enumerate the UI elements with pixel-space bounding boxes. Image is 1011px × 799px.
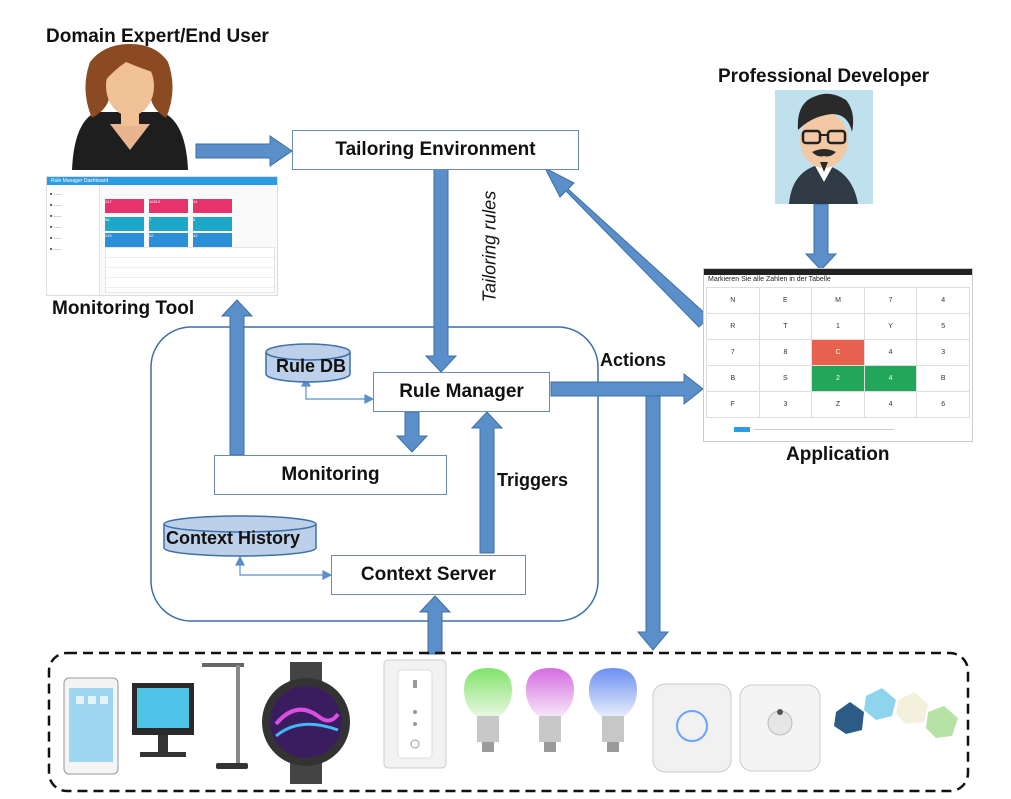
connector-history-context	[239, 562, 326, 576]
grid-cell[interactable]: 5	[916, 313, 970, 340]
developer-avatar-icon	[775, 90, 873, 204]
hub-bridge-icon	[652, 683, 732, 773]
tailoring-rules-label: Tailoring rules	[479, 190, 500, 303]
grid-cell[interactable]: 7	[863, 287, 918, 314]
smart-bulb-icon	[526, 668, 574, 752]
monitoring-box: Monitoring	[214, 455, 447, 495]
arrow-actions	[550, 372, 704, 406]
app-title: Markieren Sie alle Zahlen in der Tabelle	[708, 276, 831, 283]
stat-tile: 10613	[149, 199, 188, 213]
rule-db-cylinder	[265, 343, 351, 383]
arrow-monitoring-to-tool	[220, 299, 254, 456]
arrow-rule-to-monitoring	[395, 411, 429, 453]
grid-cell-highlight-green[interactable]: 4	[863, 365, 918, 392]
arrow-developer-to-app	[804, 203, 838, 271]
arrow-triggers	[470, 411, 504, 554]
tailoring-environment-box: Tailoring Environment	[292, 130, 579, 170]
grid-cell[interactable]: 7	[706, 339, 760, 366]
grid-cell[interactable]: 4	[863, 339, 918, 366]
grid-cell[interactable]: T	[758, 313, 813, 340]
rule-manager-box: Rule Manager	[373, 372, 550, 412]
grid-cell[interactable]: Z	[811, 391, 865, 418]
end-user-label: Domain Expert/End User	[46, 26, 269, 47]
arrow-user-to-tailoring	[195, 135, 293, 167]
grid-cell[interactable]: E	[758, 287, 813, 314]
smart-bulb-icon	[464, 668, 512, 752]
monitoring-tool-header: Rule Manager Dashboard	[47, 177, 277, 185]
monitoring-tool-sidebar: ■ ——■ ——■ ——■ ——■ ——■ ——	[47, 185, 100, 295]
grid-cell[interactable]: B	[706, 365, 760, 392]
arrow-actions-to-devices	[636, 395, 670, 651]
floor-lamp-icon	[202, 663, 248, 769]
grid-cell[interactable]: R	[706, 313, 760, 340]
motion-sensor-icon	[739, 684, 821, 772]
stat-tile: 96	[105, 217, 144, 231]
connector-ruledb-rulemanager	[305, 383, 368, 400]
stat-tile: 7	[149, 217, 188, 231]
developer-label: Professional Developer	[718, 66, 930, 87]
grid-cell[interactable]: 4	[916, 287, 970, 314]
arrow-app-to-tailoring	[543, 166, 710, 328]
app-grid: N E M 7 4 R T 1 Y 5 7 8 C 4 3 B S 2 4 B	[706, 287, 970, 418]
monitoring-tool-screenshot: Rule Manager Dashboard ■ ——■ ——■ ——■ ——■…	[46, 176, 278, 296]
application-screenshot: Markieren Sie alle Zahlen in der Tabelle…	[703, 268, 973, 442]
system-boundary	[150, 326, 599, 622]
grid-cell[interactable]: 3	[916, 339, 970, 366]
stat-tile: 247	[105, 199, 144, 213]
tablet-icon	[63, 677, 119, 775]
stat-tile: 42	[193, 233, 232, 247]
smartwatch-icon	[262, 662, 350, 784]
monitoring-tool-table	[105, 247, 275, 293]
grid-cell[interactable]: Y	[863, 313, 918, 340]
stat-tile: 52	[149, 233, 188, 247]
application-label: Application	[786, 444, 890, 465]
triggers-label: Triggers	[497, 470, 569, 490]
context-server-box: Context Server	[331, 555, 526, 595]
app-footer-line	[754, 429, 894, 430]
grid-cell[interactable]: 4	[863, 391, 918, 418]
beacon-icon	[834, 688, 958, 738]
context-history-cylinder	[163, 515, 317, 557]
stat-tile: 5	[193, 217, 232, 231]
grid-cell[interactable]: N	[706, 287, 760, 314]
grid-cell[interactable]: 8	[758, 339, 813, 366]
stat-tile: 240	[105, 233, 144, 247]
grid-cell[interactable]: 6	[916, 391, 970, 418]
devices-container	[47, 651, 970, 793]
rule-db-label: Rule DB	[276, 356, 347, 376]
arrow-tailoring-rules	[424, 167, 458, 373]
grid-cell[interactable]: 3	[758, 391, 813, 418]
grid-cell-highlight-green[interactable]: 2	[811, 365, 865, 392]
smart-bulb-icon	[589, 668, 637, 752]
monitor-icon	[132, 683, 194, 757]
app-footer-button[interactable]	[734, 427, 750, 432]
dimmer-switch-icon	[383, 659, 447, 769]
grid-cell[interactable]: S	[758, 365, 813, 392]
app-status-bar	[704, 269, 972, 275]
grid-cell[interactable]: F	[706, 391, 760, 418]
end-user-avatar-icon	[72, 44, 188, 170]
grid-cell[interactable]: M	[811, 287, 865, 314]
grid-cell[interactable]: B	[916, 365, 970, 392]
grid-cell[interactable]: 1	[811, 313, 865, 340]
monitoring-tool-label: Monitoring Tool	[52, 298, 195, 319]
grid-cell-highlight-red[interactable]: C	[811, 339, 865, 366]
stat-tile: 14	[193, 199, 232, 213]
arrow-devices-to-context	[418, 595, 452, 655]
actions-label: Actions	[600, 350, 667, 370]
context-history-label: Context History	[166, 528, 301, 548]
